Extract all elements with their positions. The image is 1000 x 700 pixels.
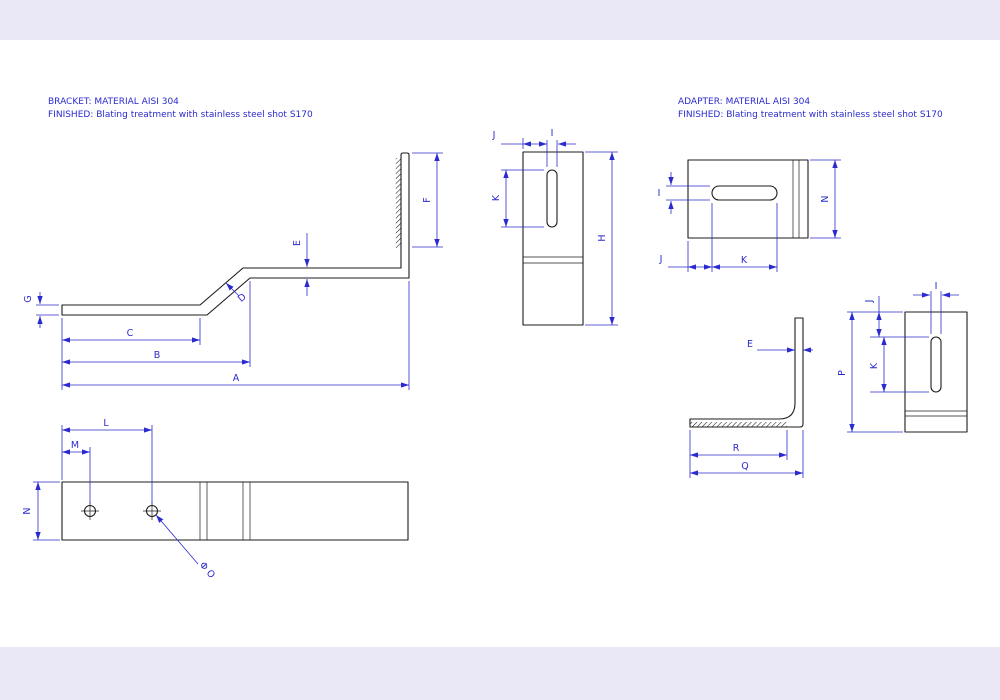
bottom-margin-band (0, 647, 1000, 700)
bracket-notes: BRACKET: MATERIAL AISI 304 FINISHED: Bla… (48, 97, 313, 120)
dim-label-j: J (659, 254, 663, 265)
dim-label-e: E (292, 240, 303, 246)
dim-label-h: H (597, 234, 608, 241)
dim-label-q: Q (741, 461, 748, 472)
bracket-front-view: J I K H (491, 128, 618, 326)
bracket-top-dimension-lines (33, 425, 199, 565)
adapter-slot-plate-outline (904, 311, 968, 433)
serrated-edge (395, 158, 401, 248)
bracket-material-note: BRACKET: MATERIAL AISI 304 (48, 97, 179, 107)
hole-centerlines (81, 502, 161, 520)
dim-label-a: A (233, 373, 240, 384)
top-margin-band (0, 0, 1000, 40)
dim-label-i: I (658, 188, 661, 199)
bracket-top-outline (61, 481, 409, 541)
adapter-front-dimension-labels: I N J K (658, 188, 831, 266)
dim-label-g: G (23, 295, 34, 302)
bracket-slot (546, 169, 558, 228)
adapter-slot-view: I J K P (837, 281, 968, 433)
bracket-front-dimension-labels: J I K H (491, 128, 608, 242)
adapter-side-dimension-labels: E R Q (733, 339, 753, 472)
adapter-notes: ADAPTER: MATERIAL AISI 304 FINISHED: Bla… (678, 97, 943, 120)
dim-label-r: R (733, 443, 740, 454)
bracket-finish-note: FINISHED: Blating treatment with stainle… (48, 110, 313, 120)
adapter-plate-outline (687, 159, 809, 239)
adapter-slot-dimension-lines (847, 291, 959, 433)
adapter-slot (711, 185, 778, 201)
dim-label-m: M (71, 440, 79, 451)
dim-label-l: L (103, 418, 109, 429)
adapter-material-note: ADAPTER: MATERIAL AISI 304 (678, 97, 810, 107)
serrated-edge (690, 422, 787, 428)
dim-label-f: F (422, 197, 433, 202)
adapter-front-dimension-lines (666, 159, 841, 272)
adapter-finish-note: FINISHED: Blating treatment with stainle… (678, 110, 943, 120)
adapter-vertical-slot (930, 336, 942, 393)
dim-label-b: B (154, 350, 161, 361)
dim-label-i: I (551, 128, 554, 139)
dim-label-j: J (864, 300, 875, 304)
adapter-side-dimension-lines (689, 347, 813, 478)
bracket-plate-outline (522, 151, 584, 326)
dim-label-p: P (837, 370, 848, 376)
adapter-side-view: E R Q (689, 317, 813, 478)
dim-label-n: N (820, 195, 831, 202)
dim-label-k: K (491, 194, 502, 201)
bracket-side-view: G C B A D E F (23, 152, 443, 390)
adapter-slot-dimension-labels: I J K P (837, 281, 937, 376)
bracket-profile-outline (61, 152, 410, 316)
bracket-front-dimension-lines (501, 138, 618, 326)
dim-label-k: K (741, 255, 748, 266)
dim-label-i: I (935, 281, 938, 292)
dim-label-k: K (869, 362, 880, 369)
bracket-side-dimension-lines (36, 152, 443, 390)
adapter-front-view: I N J K (658, 159, 841, 272)
dim-label-c: C (127, 328, 134, 339)
dim-label-e: E (747, 339, 753, 350)
dim-label-n: N (22, 507, 33, 514)
dim-label-j: J (492, 130, 496, 141)
